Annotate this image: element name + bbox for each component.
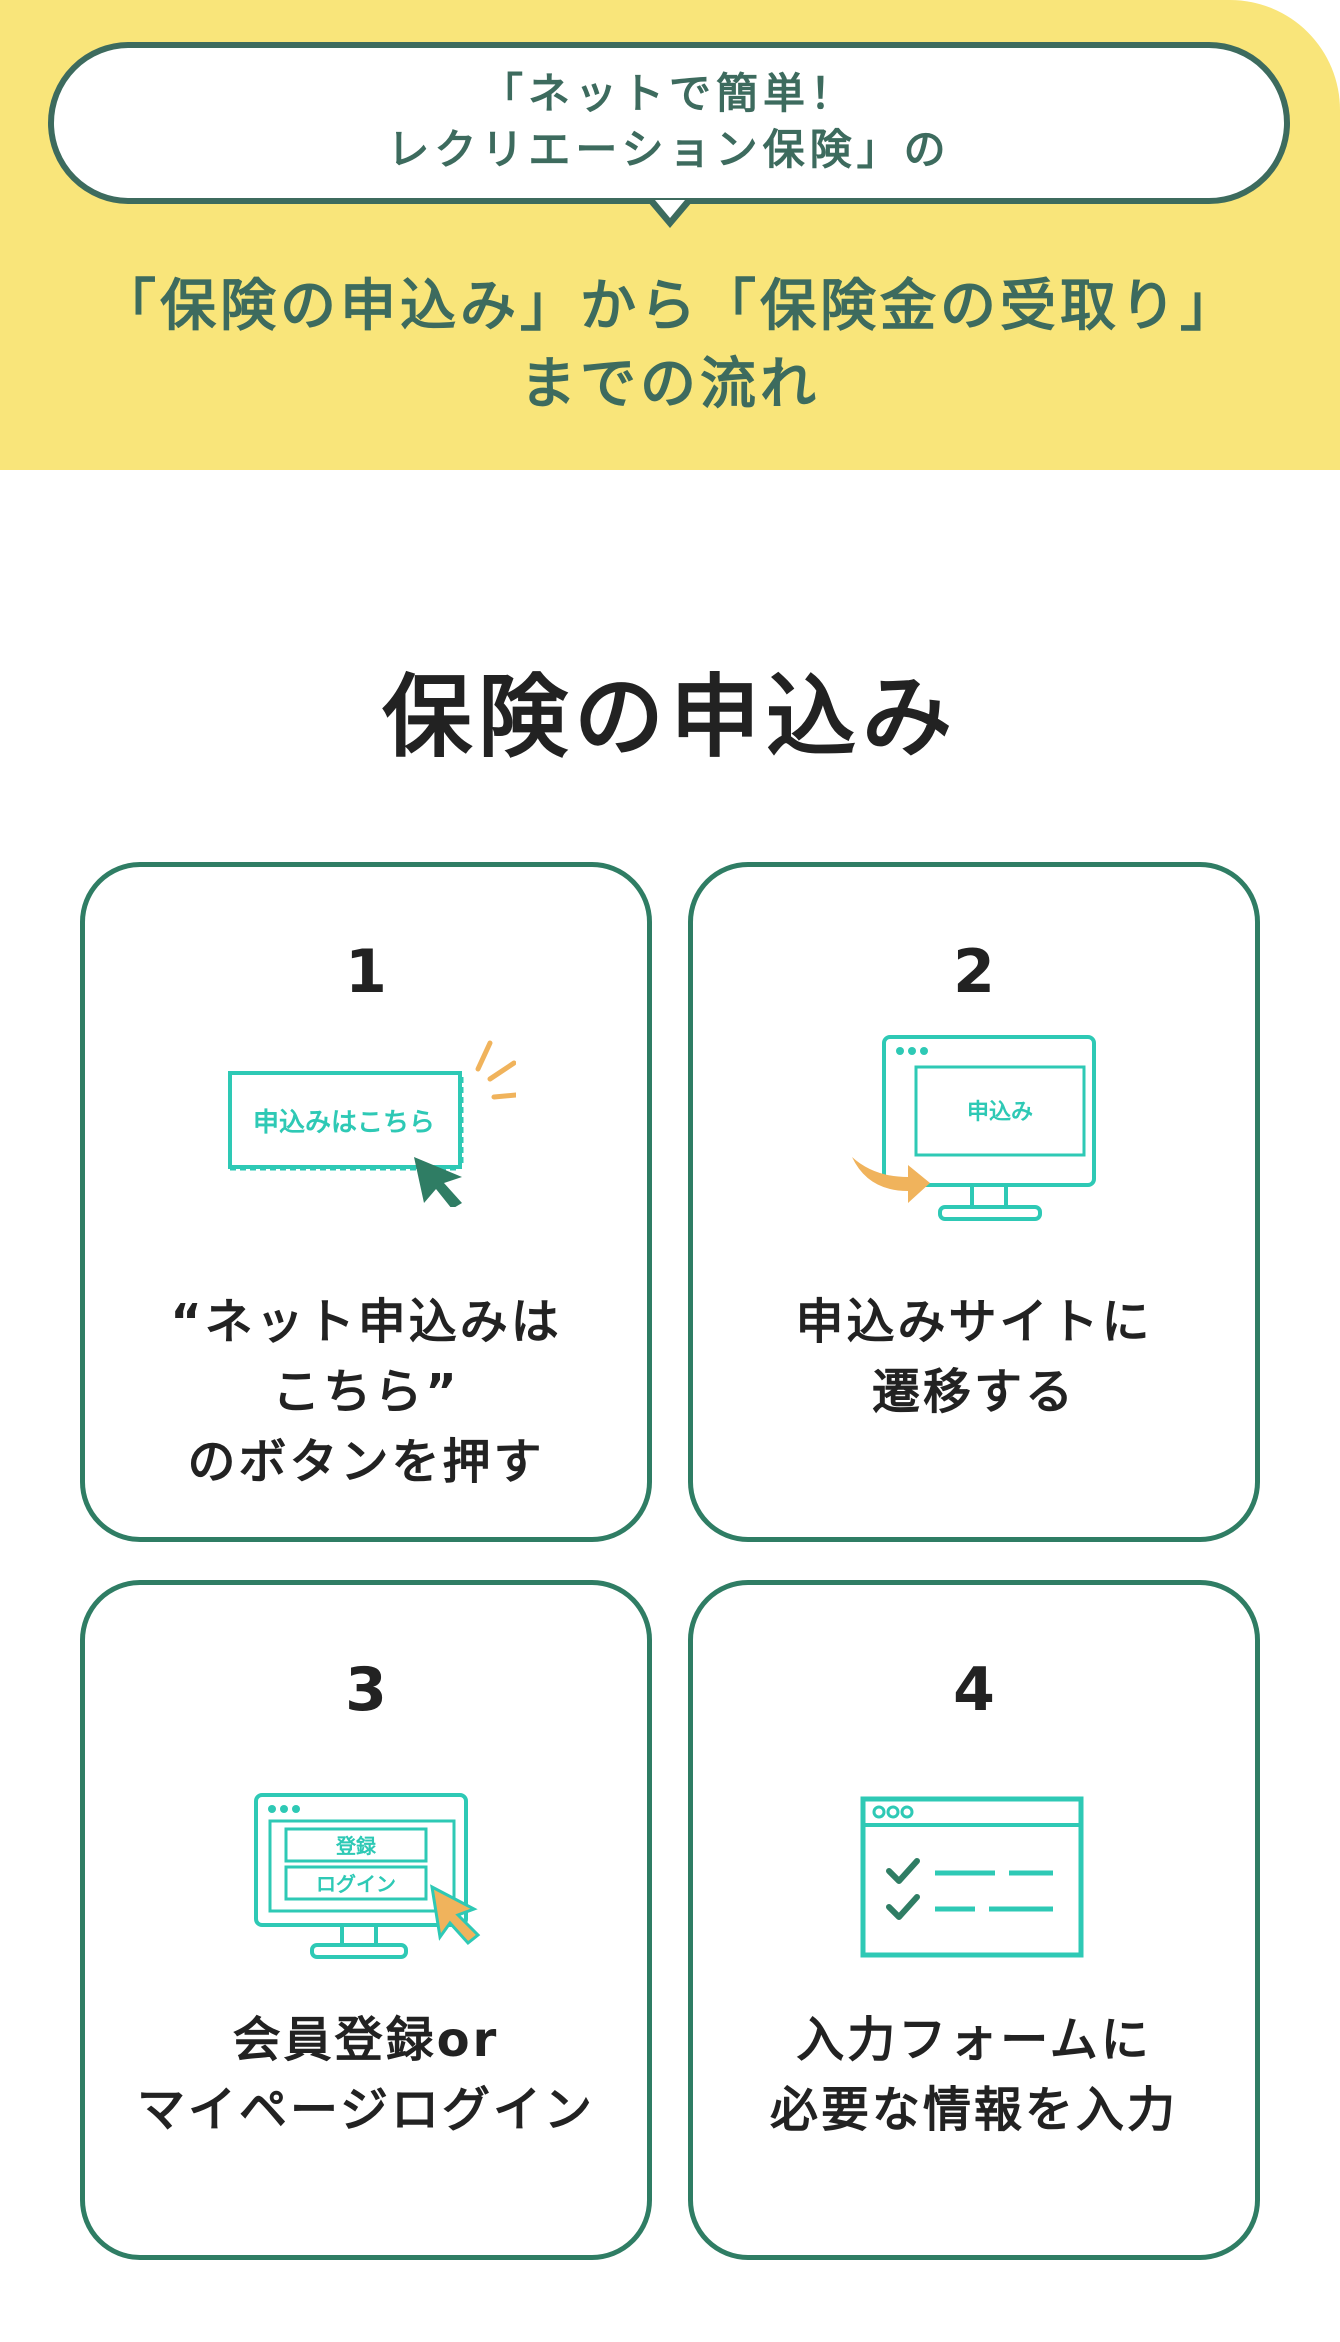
svg-text:ログイン: ログイン xyxy=(316,1872,396,1896)
form-checklist-icon xyxy=(859,1791,1089,1965)
step-number: 4 xyxy=(953,1655,995,1725)
step-description: 会員登録or マイページログイン xyxy=(136,2012,596,2138)
step-description: 入力フォームに 必要な情報を入力 xyxy=(769,2012,1178,2138)
click-apply-button-icon: 申込みはこちら xyxy=(216,1027,519,1211)
step-card-2: 2 申込み 申込みサイトに 遷移する xyxy=(688,862,1260,1542)
hero-banner: 「ネットで簡単！ レクリエーション保険」の 「保険の申込み」から「保険金の受取り… xyxy=(0,0,1340,470)
step-card-4: 4 入力フォームに 必要な情報を入力 xyxy=(688,1580,1260,2260)
hero-title-line-1: 「保険の申込み」から「保険金の受取り」 xyxy=(100,274,1240,339)
svg-text:申込みはこちら: 申込みはこちら xyxy=(253,1108,435,1138)
step-card-1: 1 申込みはこちら “ネット申込みは こちら” のボタンを押す xyxy=(80,862,652,1542)
step-card-3: 3 登録 ログイン 会員登録or マイページログイン xyxy=(80,1580,652,2260)
svg-text:登録: 登録 xyxy=(335,1834,377,1858)
svg-text:申込み: 申込み xyxy=(967,1100,1033,1125)
step-number: 3 xyxy=(345,1655,387,1725)
step-description: 申込みサイトに 遷移する xyxy=(795,1294,1153,1420)
monitor-redirect-icon: 申込み xyxy=(844,1027,1104,1231)
section-title: 保険の申込み xyxy=(382,665,958,770)
step-number: 1 xyxy=(345,937,387,1007)
speech-bubble-text: 「ネットで簡単！ レクリエーション保険」の xyxy=(48,66,1290,178)
step-description: “ネット申込みは こちら” のボタンを押す xyxy=(170,1294,562,1490)
hero-title: 「保険の申込み」から「保険金の受取り」 までの流れ xyxy=(0,268,1340,424)
hero-title-line-2: までの流れ xyxy=(520,352,820,417)
bubble-line-1: 「ネットで簡単！ xyxy=(480,69,857,118)
bubble-line-2: レクリエーション保険」の xyxy=(387,125,951,174)
step-number: 2 xyxy=(953,937,995,1007)
monitor-login-icon: 登録 ログイン xyxy=(246,1785,486,1969)
